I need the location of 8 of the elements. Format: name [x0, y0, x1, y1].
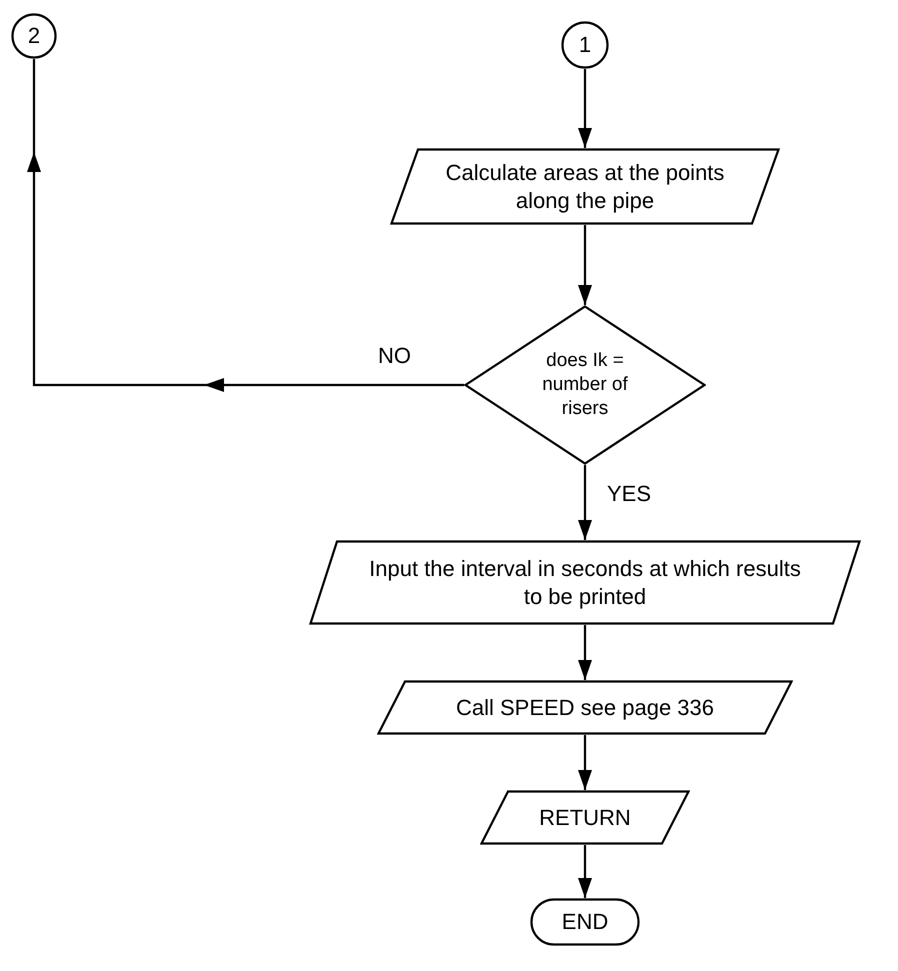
terminator: END	[530, 898, 640, 946]
decision-diamond: does Ik = number of risers	[464, 305, 706, 465]
input-output-parallelogram: RETURN	[480, 790, 690, 845]
input-output-parallelogram: Call SPEED see page 336	[377, 680, 793, 735]
input-output-parallelogram: Input the interval in seconds at which results to be printed	[309, 540, 861, 625]
connector-circle: 2	[11, 13, 57, 59]
input-output-parallelogram: Calculate areas at the points along the pipe	[390, 148, 780, 225]
connector-circle: 1	[561, 21, 609, 69]
